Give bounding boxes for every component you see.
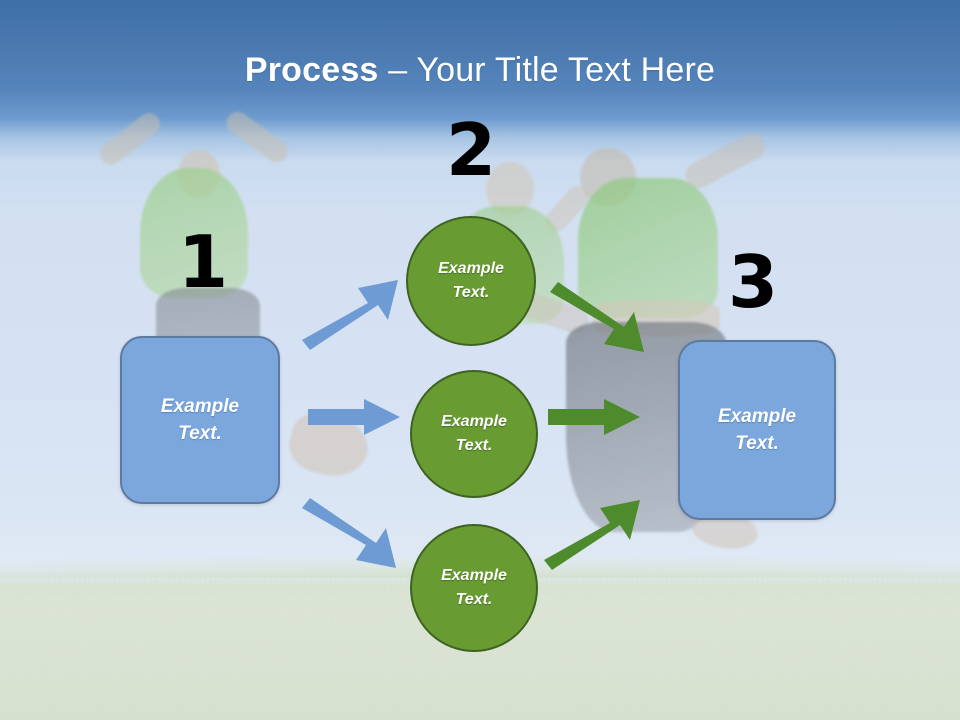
photo-child-right-arm xyxy=(222,107,292,167)
step-2-circle-3-text-line2: Text. xyxy=(455,591,493,608)
step-2-circle-2[interactable]: Example Text. xyxy=(410,370,538,498)
step-1-box-text-line2: Text. xyxy=(178,423,222,444)
arrow-green-up-right xyxy=(542,498,646,575)
arrow-green-down-right xyxy=(548,282,652,359)
photo-child-left-shirt xyxy=(140,168,248,298)
step-2-circle-1-text-line1: Example xyxy=(438,260,504,277)
photo-child-right-shirt xyxy=(578,178,718,318)
arrow-green-right xyxy=(548,398,640,441)
step-2-circle-2-text-line2: Text. xyxy=(455,437,493,454)
step-1-box-text-line1: Example xyxy=(160,396,240,417)
page-title-bold: Process xyxy=(244,51,379,89)
step-2-circle-3-text: Example Text. xyxy=(441,564,507,612)
arrow-blue-up-right xyxy=(300,278,400,355)
step-2-circle-1[interactable]: Example Text. xyxy=(406,216,536,346)
step-number-3: 3 xyxy=(728,240,779,324)
step-2-circle-1-text-line2: Text. xyxy=(452,284,490,301)
step-number-2: 2 xyxy=(446,108,497,192)
step-2-circle-3-text-line1: Example xyxy=(441,567,507,584)
photo-child-right-arm-raised xyxy=(680,129,770,193)
arrow-blue-right xyxy=(308,398,400,441)
step-number-1: 1 xyxy=(178,220,229,304)
step-3-box-text-line2: Text. xyxy=(735,433,779,454)
step-1-box[interactable]: Example Text. xyxy=(120,336,280,504)
step-2-circle-3[interactable]: Example Text. xyxy=(410,524,538,652)
step-1-box-text: Example Text. xyxy=(161,393,239,447)
step-2-circle-1-text: Example Text. xyxy=(438,257,504,305)
step-3-box-text: Example Text. xyxy=(718,403,796,457)
arrow-blue-down-right xyxy=(300,498,402,575)
step-2-circle-2-text: Example Text. xyxy=(441,410,507,458)
step-3-box-text-line1: Example xyxy=(717,406,797,427)
page-title-rest: – Your Title Text Here xyxy=(378,51,716,89)
step-3-box[interactable]: Example Text. xyxy=(678,340,836,520)
step-2-circle-2-text-line1: Example xyxy=(441,413,507,430)
page-title: Process – Your Title Text Here xyxy=(0,50,960,90)
photo-child-left-arm xyxy=(95,108,165,170)
